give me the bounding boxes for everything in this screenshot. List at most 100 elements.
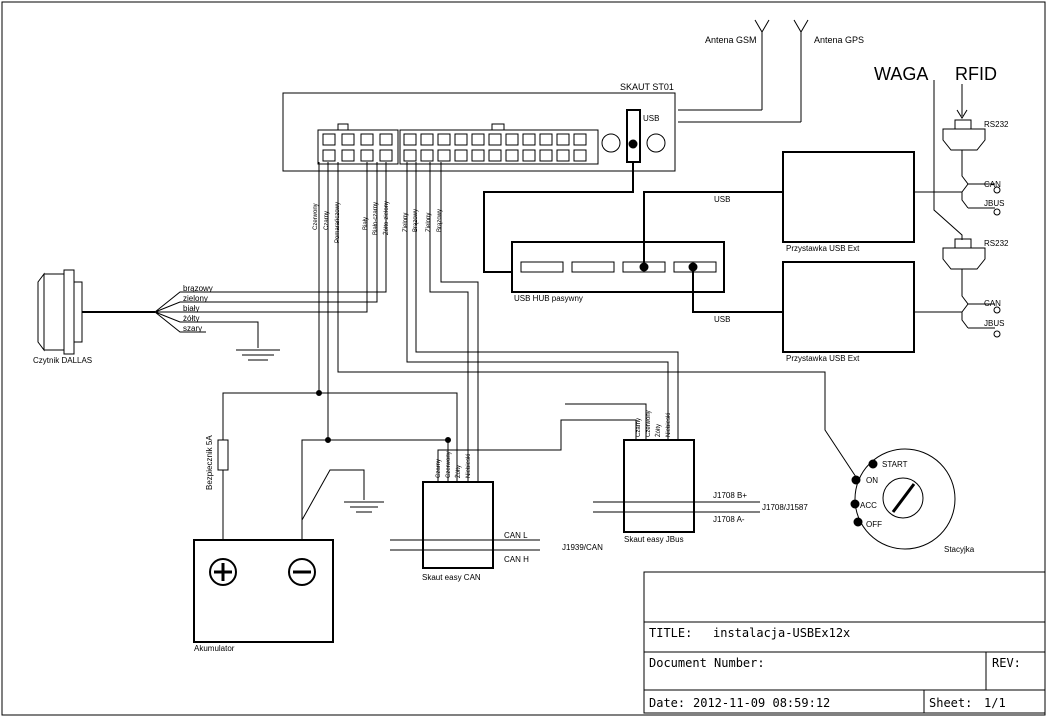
ignition-key-slot (891, 483, 916, 513)
antenna-gps-label: Antena GPS (814, 35, 864, 45)
dallas-wire-zielony: zielony (183, 294, 208, 303)
usb-hub (511, 241, 725, 293)
usb-ext-top-label: Przystawka USB Ext (786, 244, 860, 253)
usb-ext-bottom-label: Przystawka USB Ext (786, 354, 860, 363)
usb-hub-label: USB HUB pasywny (514, 294, 583, 303)
ignition-off-node (853, 517, 863, 527)
j1708-aminus-label: J1708 A- (713, 515, 745, 524)
wire-label-bialo-czarny: Biało-czarny (373, 202, 379, 235)
jbus-bottom-terminal-icon (993, 330, 1001, 338)
can-jbus-bottom-lines (968, 303, 995, 329)
jbus-module-label: Skaut easy JBus (624, 535, 684, 544)
wire-label-zielony-2: Zielony (426, 213, 432, 232)
jbus-wire-czerwony: Czerwony (646, 410, 652, 437)
power-wires (222, 162, 859, 540)
can-top-terminal-icon (993, 186, 1001, 194)
ground-icon-dallas (236, 349, 280, 361)
left-connector (317, 123, 399, 165)
junction-2 (325, 437, 331, 443)
rev-label: REV: (992, 656, 1021, 670)
wire-label-brazowy-2: Brązowy (437, 209, 443, 232)
can-module (422, 481, 494, 569)
hub-port-1 (520, 261, 564, 273)
ignition-key-icon (882, 477, 924, 519)
ground-icon-battery (344, 501, 384, 513)
usb-top-cable-label: USB (714, 195, 730, 204)
jbus-bus-lines (593, 501, 760, 513)
waga-label: WAGA (874, 64, 928, 84)
dallas-wire-zolty: żółty (183, 314, 199, 323)
sheet-value: 1/1 (984, 696, 1006, 710)
dallas-label: Czytnik DALLAS (33, 356, 92, 365)
right-connector (399, 123, 599, 165)
wire-label-bialy: Biały (363, 217, 369, 230)
can-bottom-label: CAN (984, 299, 1001, 308)
can-jbus-top-lines (968, 183, 995, 209)
rs232-top-lines (961, 150, 969, 209)
jbus-module (623, 439, 695, 533)
battery-label: Akumulator (194, 644, 235, 653)
can-module-label: Skaut easy CAN (422, 573, 481, 582)
rfid-arrow-icon (956, 109, 968, 119)
junction-1 (316, 390, 322, 396)
rfid-label: RFID (955, 64, 997, 84)
usb-bottom-cable-label: USB (714, 315, 730, 324)
ignition-switch-icon (854, 448, 956, 550)
jbus-top-label: JBUS (984, 199, 1004, 208)
ignition-on-node (851, 475, 861, 485)
antenna-gsm-label: Antena GSM (705, 35, 757, 45)
usb-ext-top (782, 151, 915, 243)
usb-cables (483, 162, 783, 313)
junction-3 (445, 437, 451, 443)
can-bottom-terminal-icon (993, 306, 1001, 314)
hub-port-2 (571, 261, 615, 273)
dallas-reader-icon (37, 269, 83, 355)
hub-port-4 (673, 261, 717, 273)
battery-plus-icon (209, 558, 237, 586)
rs232-top-label: RS232 (984, 120, 1009, 129)
title-value: instalacja-USBEx12x (713, 626, 850, 640)
jbus-wire-niebieski: Niebieski (666, 413, 672, 437)
usb-ext-bottom (782, 261, 915, 353)
wire-label-czerwony: Czerwony (313, 203, 319, 230)
ignition-acc-label: ACC (860, 501, 877, 510)
title-block (643, 571, 1046, 714)
sheet-label: Sheet: (929, 696, 972, 710)
wire-label-czarny: Czarny (324, 211, 330, 230)
waga-cable (933, 80, 963, 240)
antenna-gsm-icon (754, 19, 770, 110)
can-wire-zolty: Żółty (455, 465, 462, 478)
ignition-start-label: START (882, 460, 908, 469)
title-label: TITLE: (649, 626, 692, 640)
rs232-bottom-lines (961, 269, 969, 329)
can-h-label: CAN H (504, 555, 529, 564)
ignition-label: Stacyjka (944, 545, 975, 554)
date-value: 2012-11-09 08:59:12 (693, 696, 830, 710)
usb-port-node (628, 139, 638, 149)
fuse-label: Bezpiecznik 5A (205, 435, 214, 490)
can-wire-czarny: Czarny (436, 459, 442, 478)
device-title: SKAUT ST01 (620, 82, 674, 92)
wire-label-zielony-1: Zielony (403, 213, 409, 232)
ignition-on-label: ON (866, 476, 878, 485)
ignition-start-node (868, 459, 878, 469)
antenna-cables (678, 109, 801, 123)
can-wire-niebieski: Niebieski (466, 454, 472, 478)
jbus-wire-zolty: Żółty (655, 424, 662, 437)
skaut-st01-device (282, 92, 676, 172)
battery-icon (193, 539, 334, 643)
jbus-bus-label: J1708/J1587 (762, 503, 808, 512)
plus-symbol (214, 563, 232, 581)
mount-hole-right (646, 133, 666, 153)
can-bus-lines (390, 539, 540, 551)
can-l-label: CAN L (504, 531, 528, 540)
ignition-acc-node (850, 499, 860, 509)
ground-wire (301, 469, 365, 521)
jbus-wire-czarny: Czarny (636, 418, 642, 437)
can-bus-label: J1939/CAN (562, 543, 603, 552)
can-top-label: CAN (984, 180, 1001, 189)
can-wire-czerwony: Czerwony (446, 451, 452, 478)
dallas-wire-bialy: biały (183, 304, 199, 313)
